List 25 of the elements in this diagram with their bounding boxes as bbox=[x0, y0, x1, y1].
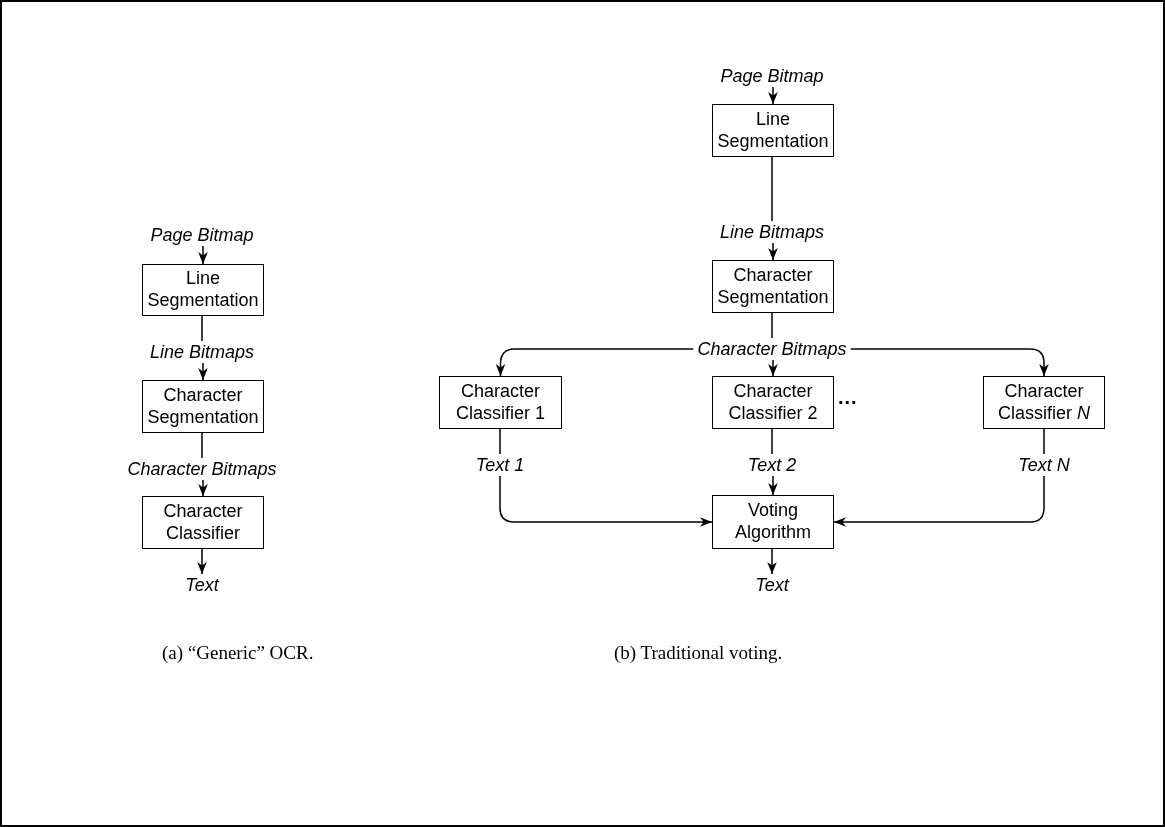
process-box: Voting Algorithm bbox=[712, 495, 834, 549]
connector-arrow bbox=[768, 475, 778, 496]
process-box: Line Segmentation bbox=[712, 104, 834, 157]
figure-caption: (b) Traditional voting. bbox=[614, 642, 783, 664]
connector-arrow bbox=[768, 359, 778, 377]
connector-arrow bbox=[197, 548, 207, 575]
connector-arrow bbox=[833, 475, 1045, 527]
ellipsis-mark: ... bbox=[838, 386, 858, 409]
process-box: Character Classifier 2 bbox=[712, 376, 834, 429]
figure-caption: (a) “Generic” OCR. bbox=[162, 642, 314, 664]
connector-arrow bbox=[499, 475, 713, 527]
connector-arrow bbox=[768, 242, 778, 261]
connector-arrow bbox=[198, 479, 208, 497]
process-box: Character Classifier N bbox=[983, 376, 1105, 429]
connector-arrow bbox=[198, 362, 208, 381]
process-box: Line Segmentation bbox=[142, 264, 264, 316]
process-box: Character Classifier 1 bbox=[439, 376, 562, 429]
connector-arrow bbox=[768, 86, 778, 105]
connector-arrow bbox=[495, 348, 695, 377]
process-box: Character Segmentation bbox=[712, 260, 834, 313]
process-box: Character Segmentation bbox=[142, 380, 264, 433]
connector-arrow bbox=[198, 245, 208, 265]
connector-arrow bbox=[767, 548, 777, 575]
connector-arrow bbox=[849, 348, 1049, 377]
process-box: Character Classifier bbox=[142, 496, 264, 549]
